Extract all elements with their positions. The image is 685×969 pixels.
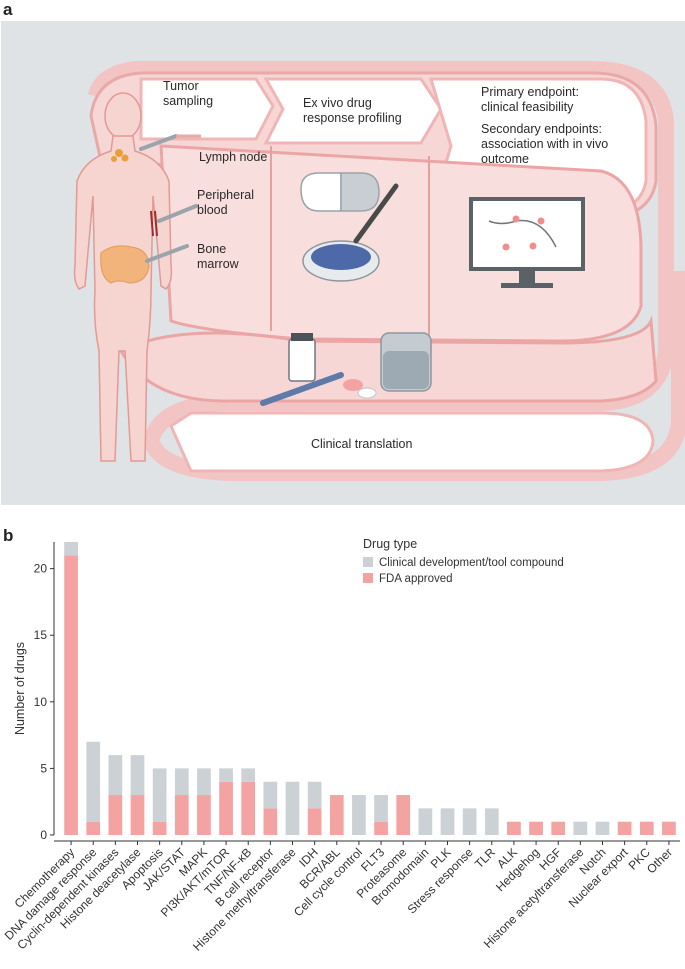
y-axis-label: Number of drugs bbox=[13, 642, 27, 735]
bar-clinical-development bbox=[86, 741, 101, 822]
bar-fda-approved bbox=[396, 795, 411, 835]
bar-clinical-development bbox=[595, 821, 610, 835]
bar-clinical-development bbox=[263, 781, 278, 809]
workflow-diagram: Tumor sampling Ex vivo drug response pro… bbox=[1, 21, 685, 505]
bone-marrow-label: Bone marrow bbox=[197, 242, 239, 272]
x-tick-label: Other bbox=[644, 845, 675, 876]
petri-dish-icon bbox=[302, 240, 380, 282]
bar-clinical-development bbox=[462, 808, 477, 835]
lymph-node-icon bbox=[111, 149, 129, 162]
x-tick-label: TLR bbox=[472, 845, 498, 871]
y-tick-label: 20 bbox=[34, 562, 48, 576]
bar-fda-approved bbox=[152, 821, 167, 835]
bone-marrow-line-1: Bone bbox=[197, 242, 227, 256]
bar-clinical-development bbox=[352, 795, 366, 835]
bar-fda-approved bbox=[639, 821, 654, 835]
bar-fda-approved bbox=[529, 821, 543, 835]
translation-arrow-box bbox=[169, 411, 655, 473]
human-figure bbox=[73, 92, 173, 462]
panel-b-letter: b bbox=[3, 526, 14, 545]
syringe-icons bbox=[139, 134, 198, 263]
pills-icon bbox=[343, 379, 377, 399]
clinical-translation-label: Clinical translation bbox=[311, 437, 413, 451]
bar-clinical-development bbox=[152, 768, 167, 822]
bar-clinical-development bbox=[285, 781, 300, 835]
peripheral-blood-label: Peripheral blood bbox=[197, 188, 254, 218]
bar-clinical-development bbox=[197, 768, 211, 796]
bar-clinical-development bbox=[374, 795, 388, 822]
bar-fda-approved bbox=[263, 808, 278, 835]
tumor-sampling-line-1: Tumor bbox=[163, 79, 199, 93]
stage-box-exvivo bbox=[263, 77, 443, 145]
legend-swatch bbox=[363, 573, 373, 583]
bar-fda-approved bbox=[219, 781, 233, 835]
bar-clinical-development bbox=[64, 542, 78, 556]
capsule-icon bbox=[300, 172, 380, 212]
bar-fda-approved bbox=[86, 821, 101, 835]
bar-fda-approved bbox=[241, 781, 256, 835]
pipette-icon bbox=[353, 183, 399, 244]
bar-clinical-development bbox=[418, 808, 433, 835]
bar-clinical-development bbox=[440, 808, 455, 835]
y-tick-label: 10 bbox=[34, 695, 48, 709]
bar-fda-approved bbox=[64, 555, 78, 835]
legend-title: Drug type bbox=[363, 537, 417, 551]
stage-box-tumor bbox=[139, 77, 275, 141]
bone-marrow-line-2: marrow bbox=[197, 257, 239, 271]
bar-clinical-development bbox=[108, 755, 123, 796]
bar-fda-approved bbox=[197, 795, 211, 835]
workflow-illustration bbox=[73, 61, 685, 481]
main-stage-area bbox=[159, 144, 643, 343]
bar-fda-approved bbox=[374, 821, 388, 835]
monitor-icon bbox=[469, 197, 585, 288]
legend-entry: Clinical development/tool compound bbox=[379, 557, 564, 569]
legend-entry: FDA approved bbox=[379, 573, 453, 585]
tumor-sampling-label: Tumor sampling bbox=[163, 79, 213, 109]
bar-fda-approved bbox=[507, 821, 521, 835]
bar-fda-approved bbox=[551, 821, 566, 835]
legend-swatch bbox=[363, 557, 373, 567]
bar-fda-approved bbox=[174, 795, 189, 835]
syringe-drug-icon bbox=[260, 372, 344, 406]
bar-fda-approved bbox=[130, 795, 145, 835]
bar-fda-approved bbox=[108, 795, 123, 835]
bar-fda-approved bbox=[329, 795, 344, 835]
bone-marrow-icon bbox=[100, 245, 150, 284]
workflow-band bbox=[88, 61, 685, 481]
secondary-endpoints-line-1: Secondary endpoints: bbox=[481, 122, 602, 136]
lymph-node-label: Lymph node bbox=[199, 150, 268, 164]
secondary-endpoints-label: Secondary endpoints: association with in… bbox=[481, 122, 608, 167]
secondary-endpoints-line-2: association with in vivo bbox=[481, 137, 609, 151]
bar-clinical-development bbox=[307, 781, 322, 809]
tumor-sampling-line-2: sampling bbox=[163, 94, 214, 108]
bar-clinical-development bbox=[241, 768, 256, 782]
bar-clinical-development bbox=[573, 821, 588, 835]
y-tick-label: 5 bbox=[40, 761, 47, 775]
bar-fda-approved bbox=[662, 821, 676, 835]
panel-a-letter: a bbox=[3, 0, 13, 19]
secondary-endpoints-line-3: outcome bbox=[481, 152, 529, 166]
iv-bag-icon bbox=[380, 332, 432, 392]
vial-icon bbox=[288, 333, 316, 382]
primary-endpoint-line-2: clinical feasibility bbox=[481, 100, 574, 114]
peripheral-blood-line-2: blood bbox=[197, 203, 228, 217]
primary-endpoint-label: Primary endpoint: clinical feasibility bbox=[481, 85, 579, 115]
bar-fda-approved bbox=[617, 821, 632, 835]
y-tick-label: 15 bbox=[34, 628, 48, 642]
bar-clinical-development bbox=[130, 755, 145, 796]
ex-vivo-line-1: Ex vivo drug bbox=[303, 96, 372, 110]
blood-vessel-icon bbox=[150, 210, 158, 237]
ex-vivo-label: Ex vivo drug response profiling bbox=[303, 96, 402, 126]
ex-vivo-line-2: response profiling bbox=[303, 111, 402, 125]
y-tick-label: 0 bbox=[40, 828, 47, 842]
bar-clinical-development bbox=[484, 808, 499, 835]
bar-clinical-development bbox=[174, 768, 189, 796]
bar-clinical-development bbox=[219, 768, 233, 782]
bar-fda-approved bbox=[307, 808, 322, 835]
primary-endpoint-line-1: Primary endpoint: bbox=[481, 85, 579, 99]
peripheral-blood-line-1: Peripheral bbox=[197, 188, 254, 202]
